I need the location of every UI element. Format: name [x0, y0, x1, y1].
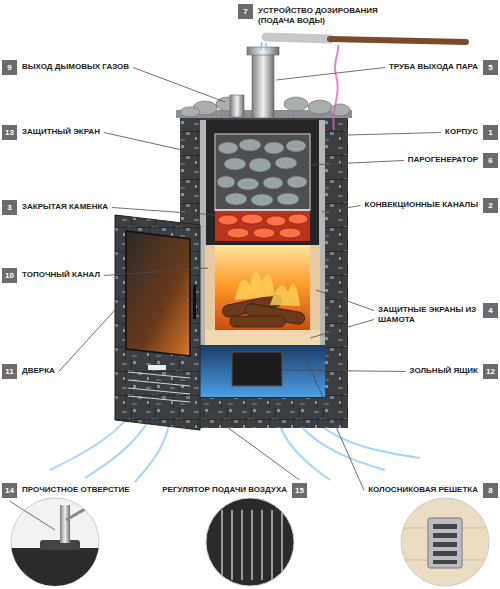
part-label: ЗОЛЬНЫЙ ЯЩИК — [410, 364, 478, 376]
callout: 4 ЗАЩИТНЫЕ ЭКРАНЫ ИЗ ШАМОТА — [378, 303, 498, 324]
part-label: ЗАЩИТНЫЙ ЭКРАН — [22, 125, 100, 137]
callout-number: 7 — [238, 4, 253, 19]
part-label: УСТРОЙСТВО ДОЗИРОВАНИЯ (ПОДАЧА ВОДЫ) — [258, 4, 386, 25]
callout-number: 3 — [2, 200, 17, 215]
callout: 13 ЗАЩИТНЫЙ ЭКРАН — [2, 125, 100, 140]
callout-number: 1 — [483, 125, 498, 140]
leader-lines — [10, 68, 442, 531]
part-label: КОРПУС — [445, 125, 478, 137]
callout-number: 12 — [483, 364, 498, 379]
callout-number: 15 — [292, 483, 307, 498]
callout-number: 9 — [2, 60, 17, 75]
part-label: ПРОЧИСТНОЕ ОТВЕРСТИЕ — [22, 483, 130, 495]
part-label: ВЫХОД ДЫМОВЫХ ГАЗОВ — [22, 60, 129, 72]
part-label: ДВЕРКА — [22, 364, 55, 376]
part-label: КОНВЕКЦИОННЫЕ КАНАЛЫ — [365, 198, 478, 210]
callout-number: 6 — [483, 153, 498, 168]
callout: 15 РЕГУЛЯТОР ПОДАЧИ ВОЗДУХА — [162, 483, 307, 498]
part-label: ЗАЩИТНЫЕ ЭКРАНЫ ИЗ ШАМОТА — [378, 303, 478, 324]
callout: 10 ТОПОЧНЫЙ КАНАЛ — [2, 268, 100, 283]
callout: 9 ВЫХОД ДЫМОВЫХ ГАЗОВ — [2, 60, 129, 75]
part-label: ЗАКРЫТАЯ КАМЕНКА — [22, 200, 108, 212]
callout: 14 ПРОЧИСТНОЕ ОТВЕРСТИЕ — [2, 483, 130, 498]
part-label: ТОПОЧНЫЙ КАНАЛ — [22, 268, 100, 280]
part-label: ПАРОГЕНЕРАТОР — [408, 153, 478, 165]
part-label: ТРУБА ВЫХОДА ПАРА — [389, 60, 478, 72]
callout: 3 ЗАКРЫТАЯ КАМЕНКА — [2, 200, 108, 215]
callout-number: 10 — [2, 268, 17, 283]
callout-number: 13 — [2, 125, 17, 140]
callout-number: 11 — [2, 364, 17, 379]
callout-number: 2 — [483, 198, 498, 213]
callout: 11 ДВЕРКА — [2, 364, 55, 379]
callout-number: 4 — [483, 303, 498, 318]
callout-number: 5 — [483, 60, 498, 75]
callout-number: 8 — [483, 483, 498, 498]
callout-number: 14 — [2, 483, 17, 498]
callout: 8 КОЛОСНИКОВАЯ РЕШЕТКА — [368, 483, 498, 498]
callout: 6 ПАРОГЕНЕРАТОР — [408, 153, 498, 168]
callout: 7 УСТРОЙСТВО ДОЗИРОВАНИЯ (ПОДАЧА ВОДЫ) — [238, 4, 386, 25]
callout: 5 ТРУБА ВЫХОДА ПАРА — [389, 60, 498, 75]
part-label: КОЛОСНИКОВАЯ РЕШЕТКА — [368, 483, 478, 495]
part-label: РЕГУЛЯТОР ПОДАЧИ ВОЗДУХА — [162, 483, 287, 495]
callout: 12 ЗОЛЬНЫЙ ЯЩИК — [410, 364, 498, 379]
callout: 1 КОРПУС — [445, 125, 498, 140]
callout: 2 КОНВЕКЦИОННЫЕ КАНАЛЫ — [365, 198, 498, 213]
